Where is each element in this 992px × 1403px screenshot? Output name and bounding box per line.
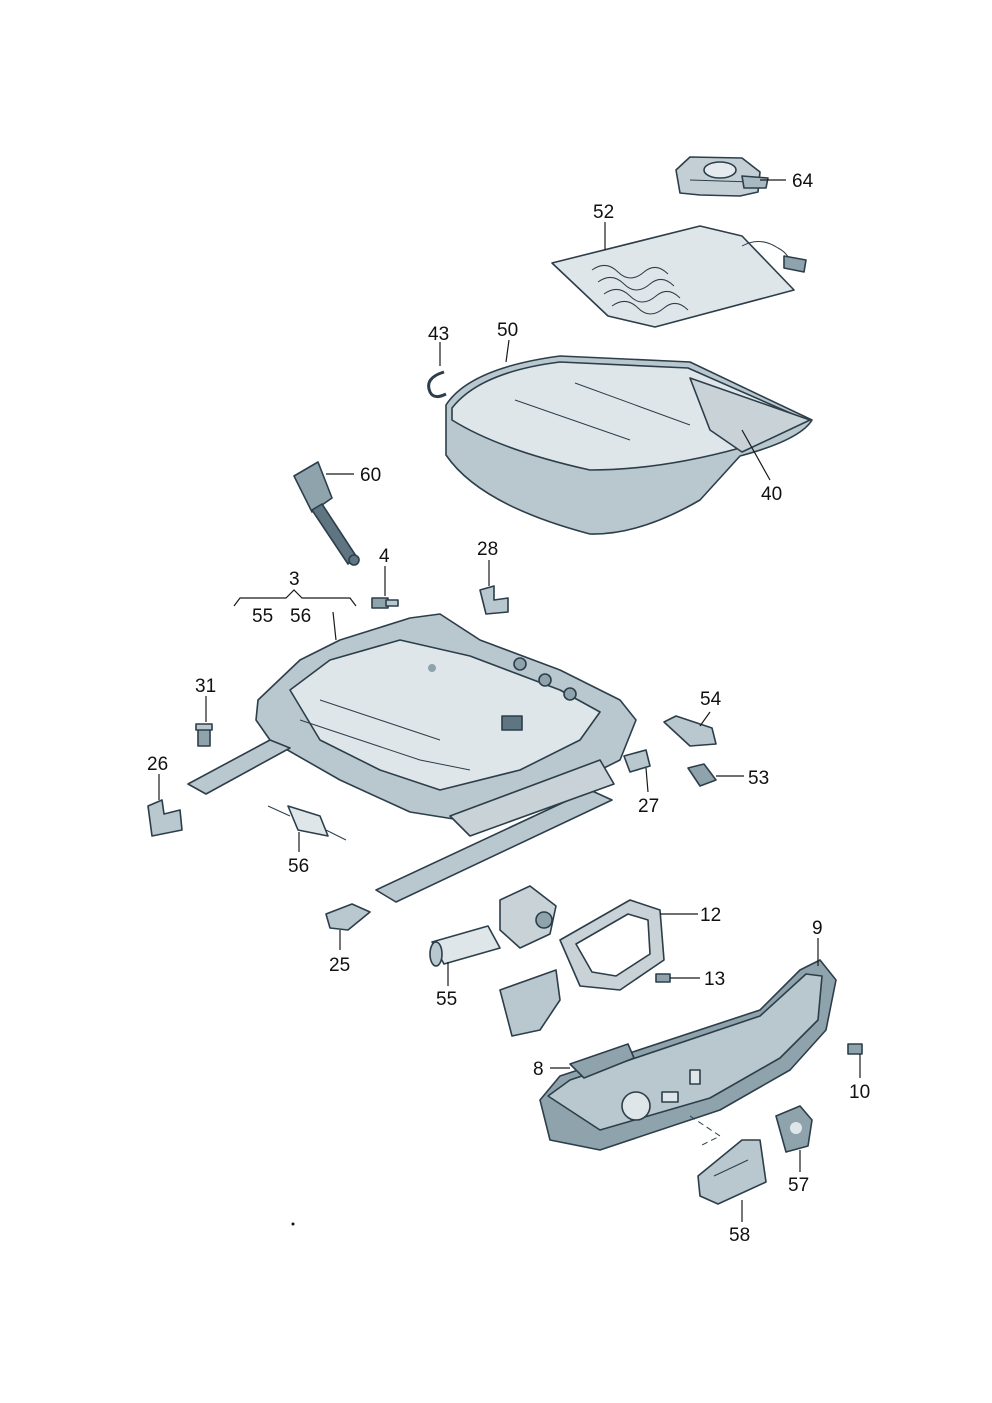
callout-56-group: 56 — [290, 606, 311, 627]
callout-58: 58 — [729, 1225, 750, 1246]
part-9-side-trim — [539, 959, 837, 1151]
stray-dot — [291, 1222, 295, 1226]
callout-56-motor: 56 — [288, 856, 309, 877]
callout-13: 13 — [704, 969, 725, 990]
part-3-group-bracket — [233, 589, 357, 607]
dash-link-58 — [689, 1115, 721, 1147]
part-26-bracket — [147, 799, 183, 837]
part-10-clip — [847, 1043, 863, 1055]
callouts: 64 52 43 50 40 60 4 28 3 55 56 31 26 54 … — [147, 171, 870, 1246]
seat-frame — [187, 613, 637, 903]
part-50-seat-cushion — [445, 355, 813, 535]
part-60-belt-buckle — [293, 461, 360, 566]
callout-55-motor: 55 — [436, 989, 457, 1010]
part-4-bolt — [371, 597, 399, 609]
part-12-trim-bracket — [499, 899, 665, 1037]
part-56-motor — [267, 805, 347, 841]
callout-57: 57 — [788, 1175, 809, 1196]
callout-3: 3 — [289, 569, 300, 590]
part-53-cap — [687, 763, 717, 787]
callout-43: 43 — [428, 324, 449, 345]
callout-10: 10 — [849, 1082, 870, 1103]
part-31-screw — [195, 723, 213, 747]
part-58-switch — [697, 1139, 767, 1205]
part-52-heating-mat — [551, 225, 807, 328]
callout-50: 50 — [497, 320, 518, 341]
part-8-cover — [569, 1043, 635, 1079]
callout-27: 27 — [638, 796, 659, 817]
part-64-module — [675, 156, 769, 197]
callout-12: 12 — [700, 905, 721, 926]
callout-25: 25 — [329, 955, 350, 976]
callout-8: 8 — [533, 1059, 544, 1080]
callout-64: 64 — [792, 171, 814, 192]
callout-54: 54 — [700, 689, 722, 710]
part-27-bracket — [623, 749, 651, 773]
part-54-cover — [663, 715, 717, 747]
callout-40: 40 — [761, 484, 782, 505]
callout-28: 28 — [477, 539, 498, 560]
part-13-screw — [655, 973, 671, 983]
callout-31: 31 — [195, 676, 216, 697]
part-40-cover-pad — [689, 377, 811, 453]
callout-26: 26 — [147, 754, 168, 775]
callout-55-group: 55 — [252, 606, 273, 627]
leader-lines — [158, 179, 861, 1222]
part-28-bracket — [479, 585, 509, 615]
callout-60: 60 — [360, 465, 381, 486]
callout-9: 9 — [812, 918, 823, 939]
callout-4: 4 — [379, 546, 390, 567]
part-25-bracket — [325, 903, 371, 931]
callout-53: 53 — [748, 768, 769, 789]
part-57-switch — [775, 1105, 813, 1153]
part-55-motor-gearbox — [429, 885, 557, 967]
callout-52: 52 — [593, 202, 614, 223]
part-43-clip — [427, 370, 447, 399]
